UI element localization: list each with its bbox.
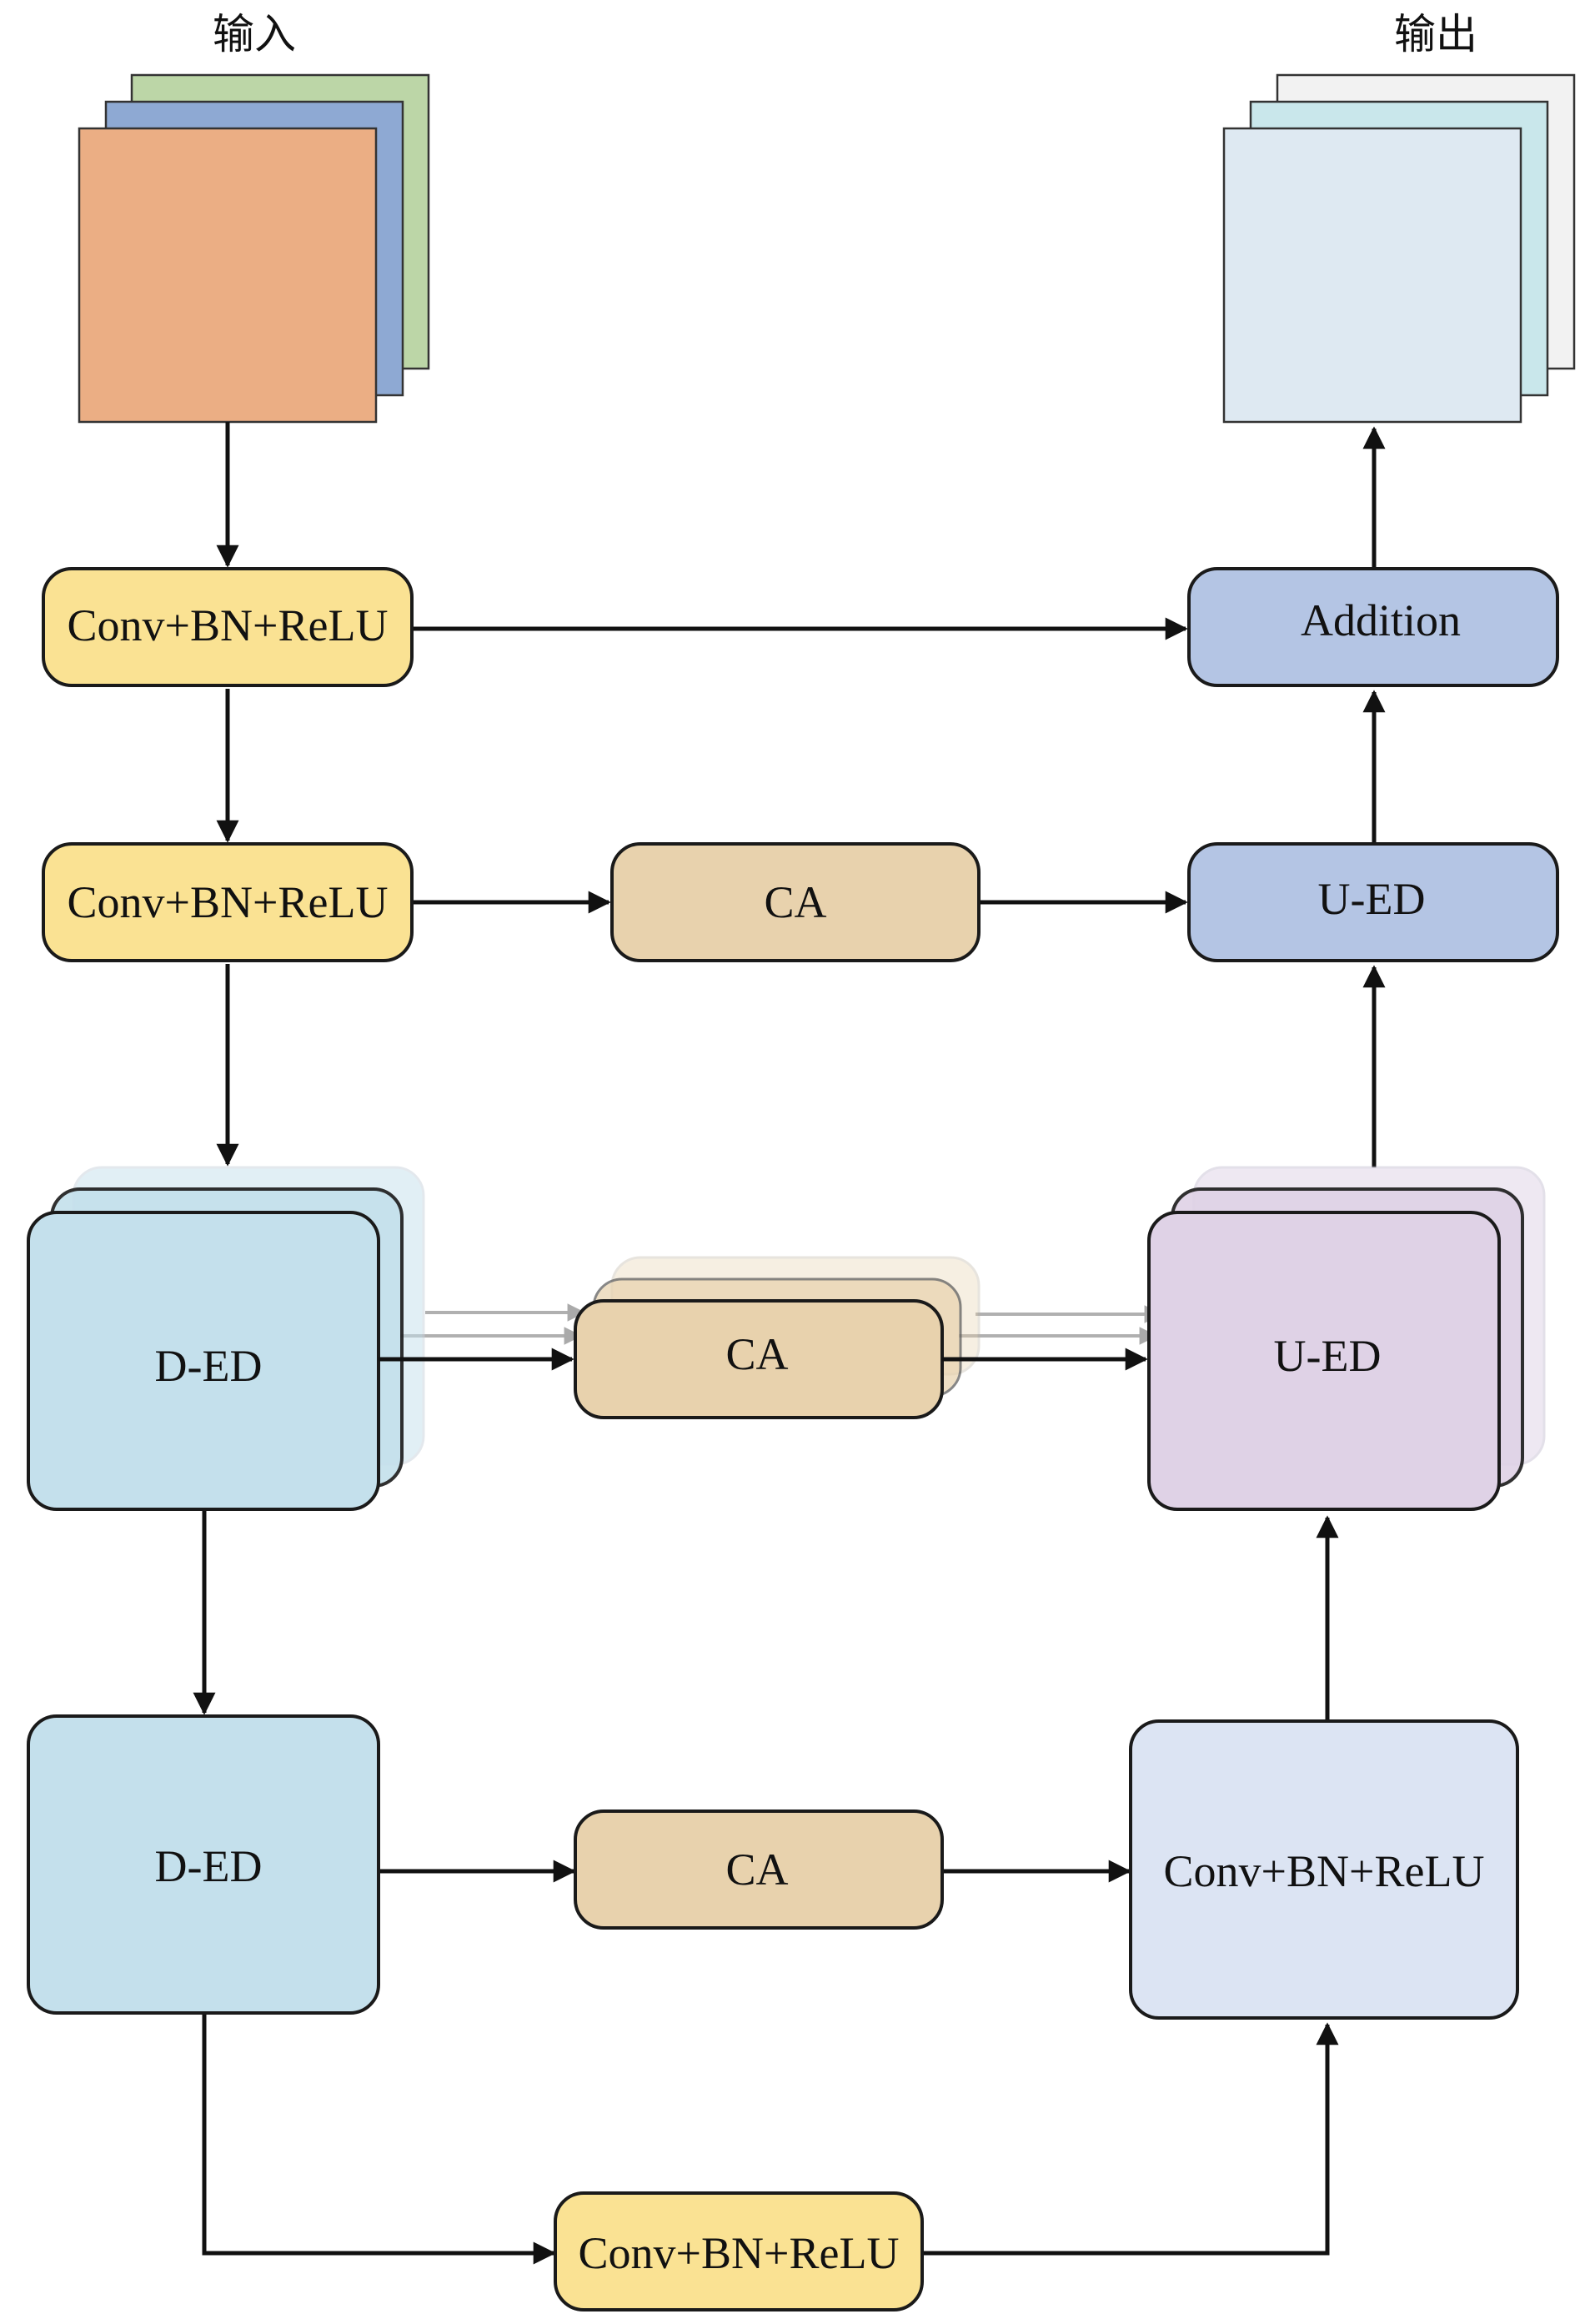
ued-block-1-label: U-ED xyxy=(1318,874,1426,924)
conv-block-right: Conv+BN+ReLU xyxy=(1129,1719,1519,2020)
ued-block-2-label: U-ED xyxy=(1274,1331,1382,1381)
edge-ded2-convbottom xyxy=(202,2015,556,2265)
addition-block-label: Addition xyxy=(1301,595,1461,645)
conv-block-right-box xyxy=(1129,1719,1519,2020)
conv-block-2-box xyxy=(42,842,414,962)
ca-stack: CA xyxy=(574,1256,981,1419)
conv-block-2: Conv+BN+ReLU xyxy=(42,842,414,962)
conv-block-bottom-box xyxy=(554,2191,924,2311)
input-label: 输入 xyxy=(213,10,296,58)
output-layer-front xyxy=(1222,127,1522,424)
ca-block-1-box xyxy=(610,842,981,962)
addition-block-box xyxy=(1187,567,1559,687)
ca-block-1: CA xyxy=(610,842,981,962)
ca-block-1-label: CA xyxy=(764,877,826,927)
ued-block-1-box xyxy=(1187,842,1559,962)
conv-block-right-label: Conv+BN+ReLU xyxy=(1164,1846,1485,1896)
conv-block-1-label: Conv+BN+ReLU xyxy=(68,600,389,650)
addition-block: Addition xyxy=(1187,567,1559,687)
ca-block-3-label: CA xyxy=(725,1845,788,1895)
stacked-edges xyxy=(400,1303,1163,1345)
ued-block-1: U-ED xyxy=(1187,842,1559,962)
ded-block-2-label: D-ED xyxy=(155,1841,263,1891)
ded-block-2-box xyxy=(27,1714,380,2015)
output-feature-stack xyxy=(1222,73,1576,424)
output-label: 输出 xyxy=(1394,10,1477,58)
connections xyxy=(193,422,1386,2265)
ca-block-2-label: CA xyxy=(725,1329,788,1379)
conv-block-1-box xyxy=(42,567,414,687)
input-feature-stack xyxy=(78,73,430,424)
ca-block-3-box xyxy=(574,1810,944,1930)
edge-convbottom-convright xyxy=(922,2022,1339,2256)
conv-block-1: Conv+BN+ReLU xyxy=(42,567,414,687)
conv-block-bottom: Conv+BN+ReLU xyxy=(554,2191,924,2311)
ded-stack: D-ED xyxy=(27,1166,425,1511)
ded-block-2: D-ED xyxy=(27,1714,380,2015)
conv-block-bottom-label: Conv+BN+ReLU xyxy=(579,2228,900,2278)
conv-block-2-label: Conv+BN+ReLU xyxy=(68,877,389,927)
ued-stack: U-ED xyxy=(1147,1166,1546,1511)
ued-block-2-box xyxy=(1147,1211,1501,1511)
ded-block-1-label: D-ED xyxy=(155,1341,263,1391)
input-layer-front xyxy=(78,127,378,424)
ca-block-3: CA xyxy=(574,1810,944,1930)
